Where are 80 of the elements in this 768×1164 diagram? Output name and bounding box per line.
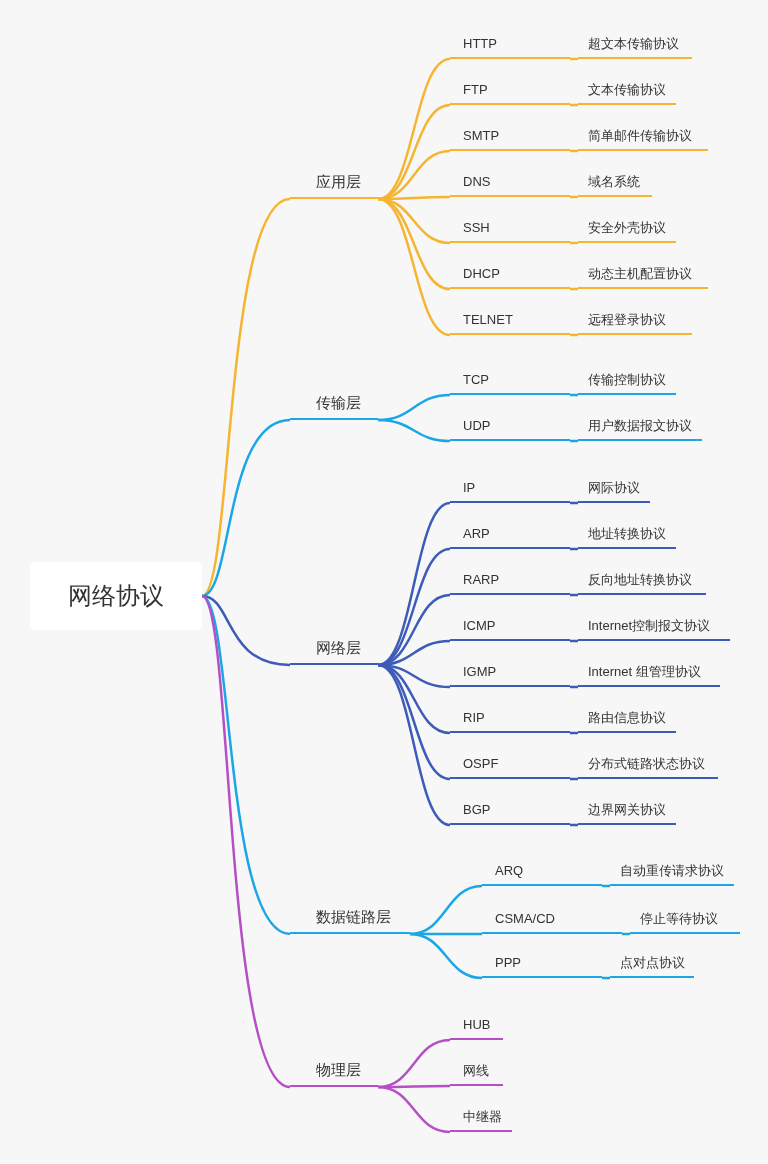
branch-line [377, 593, 451, 667]
branch-line [570, 777, 578, 781]
subtopic: IGMP [450, 659, 570, 687]
description-topic: 边界网关协议 [578, 797, 676, 825]
branch-line [570, 149, 578, 153]
subtopic: ICMP [450, 613, 570, 641]
description-topic: Internet控制报文协议 [578, 613, 730, 641]
description-topic: 动态主机配置协议 [578, 261, 708, 289]
subtopic: RARP [450, 567, 570, 595]
description-topic: 自动重传请求协议 [610, 858, 734, 886]
subtopic: OSPF [450, 751, 570, 779]
branch-line [201, 418, 291, 598]
branch-line [409, 932, 483, 980]
branch-line [570, 731, 578, 735]
branch-line [570, 287, 578, 291]
subtopic: FTP [450, 77, 570, 105]
branch-line [377, 103, 451, 201]
branch-topic: 传输层 [290, 392, 378, 420]
branch-line [570, 103, 578, 107]
branch-line [570, 57, 578, 61]
branch-line [201, 197, 291, 597]
branch-line [570, 333, 578, 337]
description-topic: 远程登录协议 [578, 307, 692, 335]
subtopic: BGP [450, 797, 570, 825]
subtopic: ARP [450, 521, 570, 549]
subtopic: PPP [482, 950, 602, 978]
branch-line [570, 241, 578, 245]
branch-line [570, 393, 578, 397]
branch-topic: 物理层 [290, 1059, 378, 1087]
subtopic: SMTP [450, 123, 570, 151]
branch-topic: 应用层 [290, 171, 378, 199]
branch-line [602, 884, 610, 888]
branch-line [377, 418, 451, 443]
branch-line [622, 932, 630, 936]
description-topic: 传输控制协议 [578, 367, 676, 395]
branch-line [570, 501, 578, 505]
subtopic: HUB [450, 1012, 503, 1040]
description-topic: 文本传输协议 [578, 77, 676, 105]
branch-line [570, 439, 578, 443]
branch-topic: 数据链路层 [290, 906, 410, 934]
subtopic: DNS [450, 169, 570, 197]
subtopic: 中继器 [450, 1104, 512, 1132]
branch-line [570, 685, 578, 689]
branch-line [570, 823, 578, 827]
description-topic: 反向地址转换协议 [578, 567, 706, 595]
description-topic: 网际协议 [578, 475, 650, 503]
description-topic: 用户数据报文协议 [578, 413, 702, 441]
description-topic: 域名系统 [578, 169, 652, 197]
description-topic: 地址转换协议 [578, 521, 676, 549]
subtopic: IP [450, 475, 570, 503]
branch-line [377, 1085, 451, 1134]
branch-topic: 网络层 [290, 637, 378, 665]
subtopic: 网线 [450, 1058, 503, 1086]
description-topic: 分布式链路状态协议 [578, 751, 718, 779]
branch-line [377, 197, 451, 337]
description-topic: 停止等待协议 [630, 906, 740, 934]
branch-line [570, 547, 578, 551]
subtopic: UDP [450, 413, 570, 441]
subtopic: RIP [450, 705, 570, 733]
branch-line [570, 195, 578, 199]
description-topic: Internet 组管理协议 [578, 659, 720, 687]
branch-line [201, 595, 291, 936]
subtopic: TCP [450, 367, 570, 395]
subtopic: HTTP [450, 31, 570, 59]
branch-line [201, 595, 291, 1089]
subtopic: TELNET [450, 307, 570, 335]
root-topic-box: 网络协议 [30, 562, 202, 630]
description-topic: 简单邮件传输协议 [578, 123, 708, 151]
subtopic: ARQ [482, 858, 602, 886]
subtopic: SSH [450, 215, 570, 243]
description-topic: 超文本传输协议 [578, 31, 692, 59]
branch-line [570, 639, 578, 643]
branch-line [377, 663, 451, 827]
branch-line [570, 593, 578, 597]
branch-line [602, 976, 610, 980]
subtopic: DHCP [450, 261, 570, 289]
description-topic: 安全外壳协议 [578, 215, 676, 243]
subtopic: CSMA/CD [482, 906, 622, 934]
description-topic: 路由信息协议 [578, 705, 676, 733]
description-topic: 点对点协议 [610, 950, 694, 978]
